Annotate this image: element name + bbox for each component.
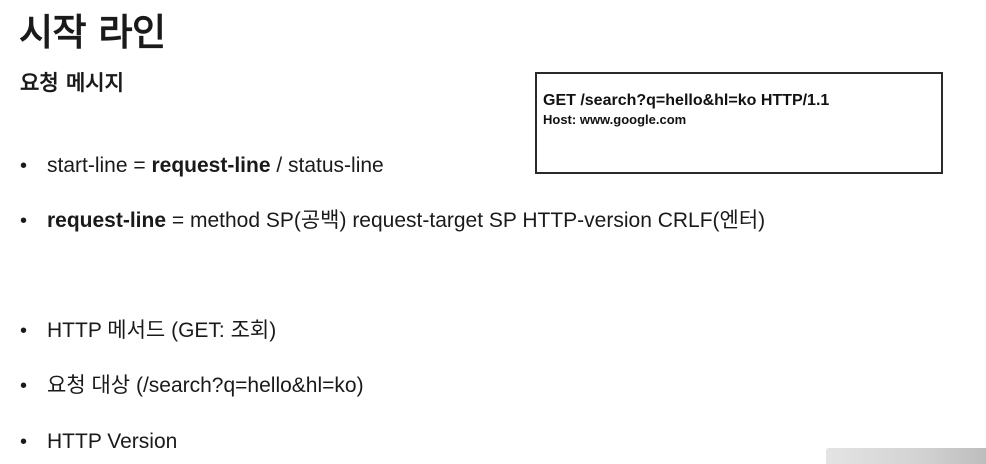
bullet-emphasis: request-line	[47, 209, 167, 232]
bullet-text: HTTP Version	[47, 430, 178, 453]
slide-title: 시작 라인	[19, 11, 166, 54]
bullet-text: start-line =	[47, 154, 152, 177]
slide-subtitle: 요청 메시지	[20, 71, 124, 95]
bullet-http-version: • HTTP Version	[20, 427, 177, 457]
bullet-start-line: • start-line = request-line / status-line	[20, 151, 384, 181]
presenter-video-thumbnail	[826, 448, 986, 464]
bullet-dot: •	[20, 431, 28, 453]
bullet-text: / status-line	[270, 154, 384, 177]
bullet-dot: •	[20, 320, 28, 342]
bullet-http-method: • HTTP 메서드 (GET: 조회)	[20, 316, 276, 346]
http-request-example-box: GET /search?q=hello&hl=ko HTTP/1.1 Host:…	[535, 72, 943, 174]
bullet-request-target: • 요청 대상 (/search?q=hello&hl=ko)	[20, 371, 364, 401]
bullet-text: = method SP(공백) request-target SP HTTP-v…	[166, 209, 766, 232]
bullet-text: 요청 대상 (/search?q=hello&hl=ko)	[47, 374, 364, 397]
bullet-dot: •	[20, 210, 28, 232]
bullet-emphasis: request-line	[151, 154, 271, 177]
bullet-dot: •	[20, 155, 28, 177]
bullet-request-line-definition: • request-line = method SP(공백) request-ta…	[20, 206, 765, 236]
bullet-dot: •	[20, 375, 28, 397]
http-request-line: GET /search?q=hello&hl=ko HTTP/1.1	[543, 92, 830, 109]
http-host-header: Host: www.google.com	[543, 112, 687, 127]
bullet-text: HTTP 메서드 (GET: 조회)	[47, 319, 277, 342]
